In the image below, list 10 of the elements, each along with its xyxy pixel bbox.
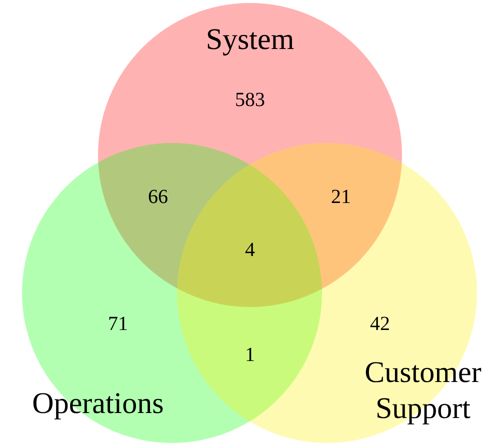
set-label: Operations bbox=[31, 386, 165, 422]
region-count: 66 bbox=[148, 185, 168, 209]
set-label: System bbox=[204, 22, 296, 58]
region-count: 21 bbox=[331, 185, 351, 209]
region-count: 583 bbox=[235, 88, 265, 112]
set-label: Customer Support bbox=[364, 355, 482, 427]
region-count: 42 bbox=[370, 312, 390, 336]
region-count: 4 bbox=[245, 238, 255, 262]
region-count: 1 bbox=[245, 343, 255, 367]
region-count: 71 bbox=[108, 312, 128, 336]
